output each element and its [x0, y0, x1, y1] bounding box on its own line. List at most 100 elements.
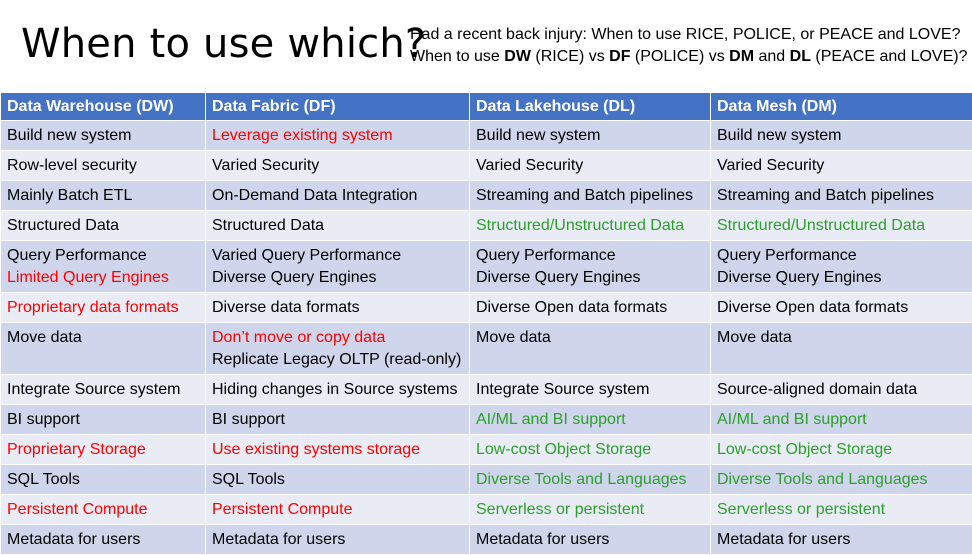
subtitle-abbr-dl: DL — [790, 48, 811, 65]
cell-text: Structured Data — [7, 215, 205, 237]
cell-text: Streaming and Batch pipelines — [476, 185, 710, 207]
subtitle-text: (RICE) vs — [531, 48, 609, 65]
cell-text: Metadata for users — [717, 529, 972, 551]
cell-data-mesh: Source-aligned domain data — [711, 375, 972, 405]
slide-subtitle: Had a recent back injury: When to use RI… — [410, 24, 968, 68]
cell-text: Metadata for users — [7, 529, 205, 551]
cell-data-fabric: Leverage existing system — [206, 121, 470, 151]
cell-data-warehouse: BI support — [1, 405, 206, 435]
cell-text: Varied Query Performance — [212, 245, 469, 267]
slide-title: When to use which? — [21, 20, 426, 68]
column-header-data-lakehouse: Data Lakehouse (DL) — [470, 93, 711, 121]
cell-data-warehouse: Proprietary data formats — [1, 293, 206, 323]
cell-text: Serverless or persistent — [717, 499, 972, 521]
cell-data-mesh: Diverse Tools and Languages — [711, 465, 972, 495]
cell-data-lakehouse: Integrate Source system — [470, 375, 711, 405]
cell-data-lakehouse: Varied Security — [470, 151, 711, 181]
cell-text: Varied Security — [212, 155, 469, 177]
table-row: BI support BI support AI/ML and BI support… — [1, 405, 972, 435]
cell-text: Move data — [7, 327, 205, 349]
cell-data-lakehouse: Move data — [470, 323, 711, 375]
cell-data-lakehouse: Diverse Open data formats — [470, 293, 711, 323]
cell-data-mesh: Diverse Open data formats — [711, 293, 972, 323]
subtitle-text: (POLICE) vs — [630, 48, 729, 65]
cell-text: Low-cost Object Storage — [717, 439, 972, 461]
column-header-data-fabric: Data Fabric (DF) — [206, 93, 470, 121]
table-row: Proprietary data formats Diverse data for… — [1, 293, 972, 323]
cell-data-mesh: Move data — [711, 323, 972, 375]
subtitle-text: and — [754, 48, 790, 65]
cell-text: Diverse Tools and Languages — [717, 469, 972, 491]
cell-text: Streaming and Batch pipelines — [717, 185, 972, 207]
cell-text: Diverse Open data formats — [476, 297, 710, 319]
cell-data-mesh: Metadata for users — [711, 525, 972, 555]
column-header-data-mesh: Data Mesh (DM) — [711, 93, 972, 121]
cell-text: Row-level security — [7, 155, 205, 177]
cell-text: Varied Security — [717, 155, 972, 177]
cell-text: Diverse data formats — [212, 297, 469, 319]
cell-text: Persistent Compute — [7, 499, 205, 521]
cell-data-mesh: Structured/Unstructured Data — [711, 211, 972, 241]
cell-data-fabric: Structured Data — [206, 211, 470, 241]
cell-text: Source-aligned domain data — [717, 379, 972, 401]
cell-data-mesh: Build new system — [711, 121, 972, 151]
cell-text: Integrate Source system — [7, 379, 205, 401]
cell-data-lakehouse: Build new system — [470, 121, 711, 151]
cell-text: Serverless or persistent — [476, 499, 710, 521]
cell-data-mesh: Serverless or persistent — [711, 495, 972, 525]
cell-text: Integrate Source system — [476, 379, 710, 401]
cell-text: AI/ML and BI support — [717, 409, 972, 431]
cell-data-warehouse: Row-level security — [1, 151, 206, 181]
subtitle-text: When to use — [410, 48, 504, 65]
cell-data-lakehouse: Metadata for users — [470, 525, 711, 555]
cell-data-fabric: Diverse data formats — [206, 293, 470, 323]
column-header-data-warehouse: Data Warehouse (DW) — [1, 93, 206, 121]
cell-text: Proprietary data formats — [7, 297, 205, 319]
cell-data-warehouse: Proprietary Storage — [1, 435, 206, 465]
cell-data-mesh: AI/ML and BI support — [711, 405, 972, 435]
cell-text: Build new system — [717, 125, 972, 147]
cell-text: Mainly Batch ETL — [7, 185, 205, 207]
cell-data-lakehouse: Structured/Unstructured Data — [470, 211, 711, 241]
slide-header: When to use which? Had a recent back inj… — [0, 0, 972, 92]
cell-data-warehouse: Move data — [1, 323, 206, 375]
cell-data-fabric: SQL Tools — [206, 465, 470, 495]
cell-text: Hiding changes in Source systems — [212, 379, 469, 401]
subtitle-abbr-dm: DM — [729, 48, 754, 65]
subtitle-text: (PEACE and LOVE)? — [811, 48, 968, 65]
table-header-row: Data Warehouse (DW) Data Fabric (DF) Dat… — [1, 93, 972, 121]
comparison-table: Data Warehouse (DW) Data Fabric (DF) Dat… — [0, 92, 972, 555]
cell-data-fabric: Use existing systems storage — [206, 435, 470, 465]
cell-text: Proprietary Storage — [7, 439, 205, 461]
cell-text: Replicate Legacy OLTP (read-only) — [212, 349, 469, 371]
cell-text: Structured/Unstructured Data — [476, 215, 710, 237]
cell-text: Build new system — [7, 125, 205, 147]
cell-text: BI support — [212, 409, 469, 431]
subtitle-abbr-dw: DW — [504, 48, 531, 65]
cell-data-fabric: Metadata for users — [206, 525, 470, 555]
cell-text: Move data — [717, 327, 972, 349]
cell-data-mesh: Varied Security — [711, 151, 972, 181]
cell-text: Diverse Query Engines — [476, 267, 710, 289]
cell-text: Structured/Unstructured Data — [717, 215, 972, 237]
cell-text: Metadata for users — [476, 529, 710, 551]
cell-data-lakehouse: Low-cost Object Storage — [470, 435, 711, 465]
cell-text: Persistent Compute — [212, 499, 469, 521]
cell-data-warehouse: Structured Data — [1, 211, 206, 241]
cell-text: AI/ML and BI support — [476, 409, 710, 431]
cell-text: Use existing systems storage — [212, 439, 469, 461]
cell-data-lakehouse: AI/ML and BI support — [470, 405, 711, 435]
cell-data-warehouse: SQL Tools — [1, 465, 206, 495]
cell-data-fabric: On-Demand Data Integration — [206, 181, 470, 211]
cell-data-fabric: Persistent Compute — [206, 495, 470, 525]
